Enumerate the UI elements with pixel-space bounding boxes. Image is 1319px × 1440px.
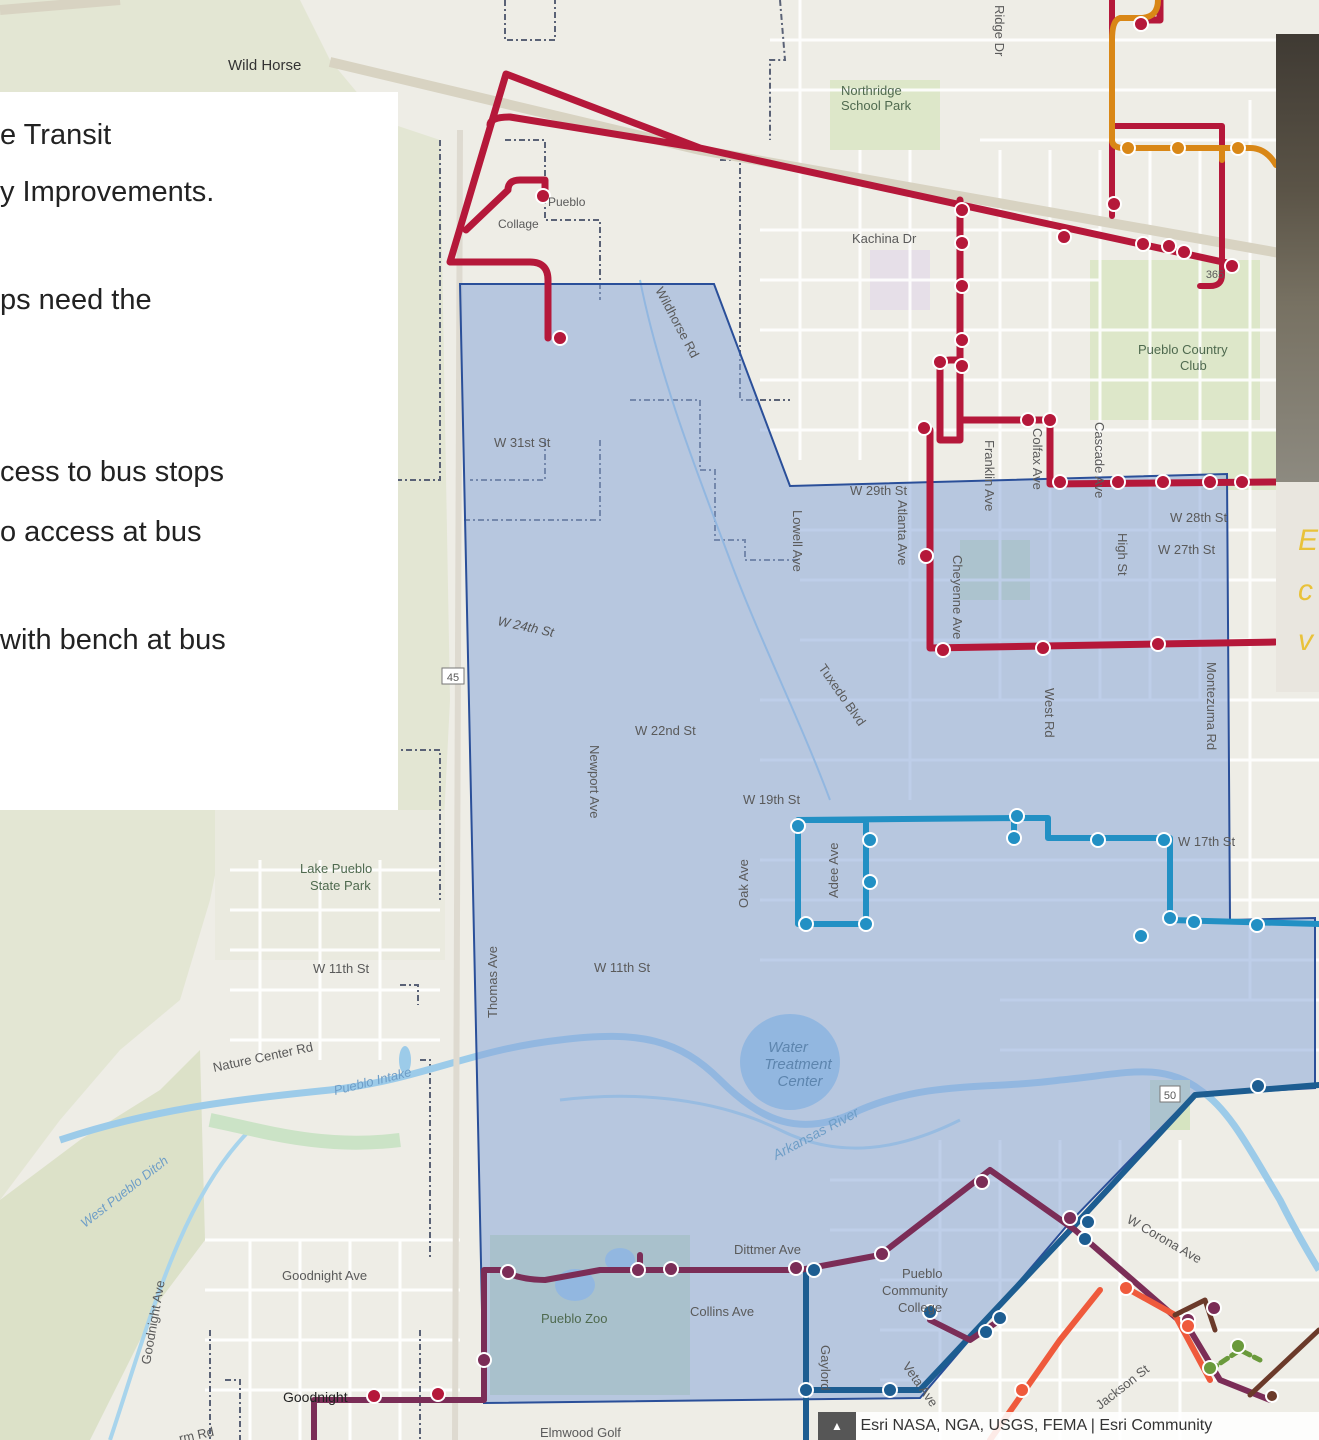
photo-image — [1276, 34, 1319, 482]
hwy-45-label: 45 — [447, 672, 459, 684]
label-colfax: Colfax Ave — [1030, 428, 1045, 490]
terrain-southwest — [0, 1050, 205, 1440]
panel-line-1: e Transit — [0, 119, 112, 151]
photo-caption-3: v — [1298, 624, 1313, 657]
label-ridge-dr: Ridge Dr — [992, 5, 1007, 57]
label-college-b: Collage — [498, 217, 539, 231]
label-school-park: School Park — [841, 98, 912, 113]
panel-line-8: o access at bus — [0, 516, 202, 548]
info-panel: e Transit y Improvements. ps need the ce… — [0, 92, 398, 810]
label-pcc-3: College — [898, 1300, 942, 1315]
route-brown — [1172, 1297, 1319, 1398]
label-w22nd: W 22nd St — [635, 723, 696, 738]
route-orange — [1109, 0, 1279, 168]
label-pcc-1: Pueblo — [902, 1266, 942, 1281]
label-club: Club — [1180, 358, 1207, 373]
label-pueblo-zoo: Pueblo Zoo — [541, 1311, 608, 1326]
northridge-park-area — [830, 80, 940, 150]
label-adee: Adee Ave — [826, 843, 841, 898]
label-montezuma: Montezuma Rd — [1204, 662, 1219, 750]
label-w29th: W 29th St — [850, 483, 907, 498]
label-high: High St — [1115, 533, 1130, 576]
route-navy — [803, 1082, 1319, 1440]
label-college-a: Pueblo — [548, 195, 586, 209]
service-area-polygon[interactable] — [458, 283, 1316, 1405]
photo-caption-1: E — [1298, 524, 1319, 557]
label-center: Center — [777, 1073, 823, 1090]
label-state-park: State Park — [310, 878, 371, 893]
label-west-rd: West Rd — [1042, 688, 1057, 738]
label-atlanta: Atlanta Ave — [895, 500, 910, 566]
panel-line-7: cess to bus stops — [0, 456, 225, 488]
small-pond — [399, 1046, 411, 1074]
label-cascade: Cascade Ave — [1092, 422, 1107, 498]
label-oak: Oak Ave — [736, 859, 751, 908]
label-gaylord: Gaylord — [818, 1345, 833, 1391]
hwy-45-shield — [441, 667, 465, 685]
label-kachina-dr: Kachina Dr — [852, 231, 917, 246]
hwy-365-label: 365 — [1206, 269, 1224, 281]
panel-line-2: y Improvements. — [0, 176, 215, 208]
label-w11th-west: W 11th St — [313, 961, 370, 976]
label-thomas: Thomas Ave — [485, 946, 500, 1018]
highway-45 — [452, 129, 463, 1440]
label-cheyenne: Cheyenne Ave — [950, 555, 965, 639]
label-newport: Newport Ave — [587, 745, 602, 818]
label-lake-pueblo: Lake Pueblo — [300, 861, 372, 876]
label-w19th: W 19th St — [743, 792, 800, 807]
attribution-text: NASA, NGA, USGS, FEMA | Esri Community — [892, 1417, 1213, 1434]
label-w11th-east: W 11th St — [594, 960, 651, 975]
panel-line-4: ps need the — [0, 284, 152, 316]
label-lowell: Lowell Ave — [790, 510, 805, 572]
label-pueblo-country: Pueblo Country — [1138, 342, 1228, 357]
label-water: Water — [768, 1039, 809, 1056]
label-elmwood: Elmwood Golf — [540, 1425, 621, 1440]
attribution-prefix: Esri — [860, 1417, 889, 1434]
label-northridge: Northridge — [841, 83, 902, 98]
label-treatment: Treatment — [764, 1056, 832, 1073]
label-goodnight-ave: Goodnight Ave — [282, 1268, 367, 1283]
lake-pueblo-area — [215, 810, 445, 960]
label-go: Goodnight — [283, 1389, 348, 1405]
map-attribution: ▲ Esri NASA, NGA, USGS, FEMA | Esri Comm… — [818, 1412, 1319, 1440]
hwy-50-label: 50 — [1164, 1090, 1176, 1102]
country-club-area — [1090, 260, 1260, 420]
label-w28th: W 28th St — [1170, 510, 1227, 525]
bus-stops — [366, 16, 1279, 1404]
label-pcc-2: Community — [882, 1283, 948, 1298]
label-w31st: W 31st St — [494, 435, 551, 450]
attribution-expand-button[interactable]: ▲ — [818, 1412, 856, 1440]
photo-caption-2: c — [1298, 574, 1313, 607]
label-franklin: Franklin Ave — [982, 440, 997, 511]
label-wild-horse: Wild Horse — [228, 57, 301, 74]
bus-stop-photo: E c v — [1276, 34, 1319, 692]
label-collins: Collins Ave — [690, 1304, 754, 1319]
panel-line-10: with bench at bus — [0, 624, 226, 656]
label-dittmer: Dittmer Ave — [734, 1242, 801, 1257]
hwy-50-shield — [1159, 1085, 1181, 1103]
label-w27th: W 27th St — [1158, 542, 1215, 557]
label-w17th: W 17th St — [1178, 834, 1235, 849]
